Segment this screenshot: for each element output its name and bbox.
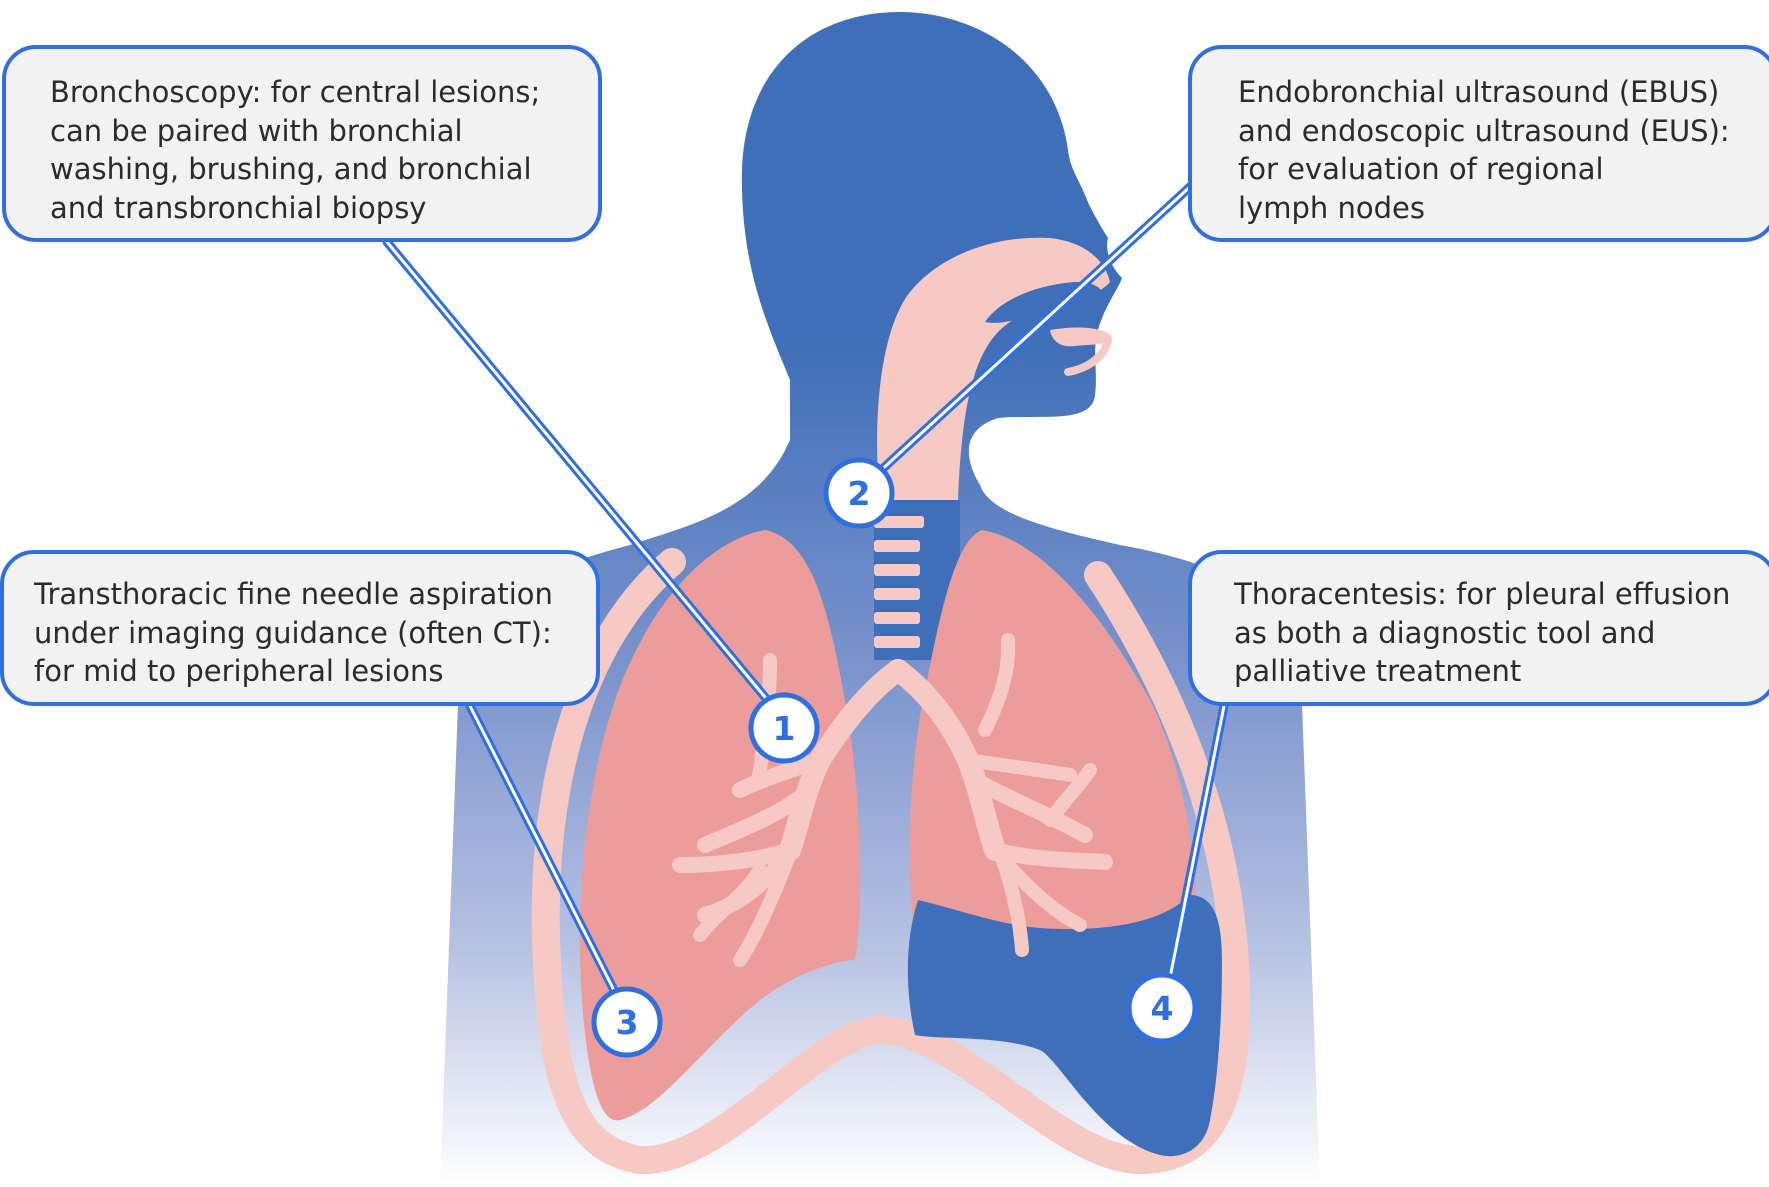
marker-4-label: 4	[1151, 989, 1174, 1028]
callout-line: lymph nodes	[1238, 189, 1769, 228]
callout-ebus: Endobronchial ultrasound (EBUS) and endo…	[1188, 45, 1769, 242]
callout-line: can be paired with bronchial	[50, 112, 598, 151]
callout-line: for evaluation of regional	[1238, 150, 1769, 189]
callout-bronchoscopy: Bronchoscopy: for central lesions; can b…	[2, 45, 602, 242]
marker-3[interactable]: 3	[594, 989, 660, 1055]
callout-line: Transthoracic fine needle aspiration	[34, 575, 596, 614]
callout-tfna: Transthoracic fine needle aspiration und…	[0, 550, 600, 706]
callout-line: Endobronchial ultrasound (EBUS)	[1238, 73, 1769, 112]
marker-2-label: 2	[848, 474, 871, 513]
callout-line: washing, brushing, and bronchial	[50, 150, 598, 189]
marker-2[interactable]: 2	[826, 460, 892, 526]
marker-1[interactable]: 1	[751, 695, 817, 761]
marker-1-label: 1	[773, 709, 796, 748]
callout-line: under imaging guidance (often CT):	[34, 614, 596, 653]
callout-line: and transbronchial biopsy	[50, 189, 598, 228]
marker-4[interactable]: 4	[1129, 975, 1195, 1041]
callout-line: Bronchoscopy: for central lesions;	[50, 73, 598, 112]
tongue	[1050, 328, 1112, 347]
callout-line: palliative treatment	[1234, 652, 1769, 691]
marker-3-label: 3	[616, 1003, 639, 1042]
callout-line: for mid to peripheral lesions	[34, 652, 596, 691]
callout-thoracentesis: Thoracentesis: for pleural effusion as b…	[1188, 550, 1769, 706]
callout-line: as both a diagnostic tool and	[1234, 614, 1769, 653]
callout-line: Thoracentesis: for pleural effusion	[1234, 575, 1769, 614]
callout-line: and endoscopic ultrasound (EUS):	[1238, 112, 1769, 151]
